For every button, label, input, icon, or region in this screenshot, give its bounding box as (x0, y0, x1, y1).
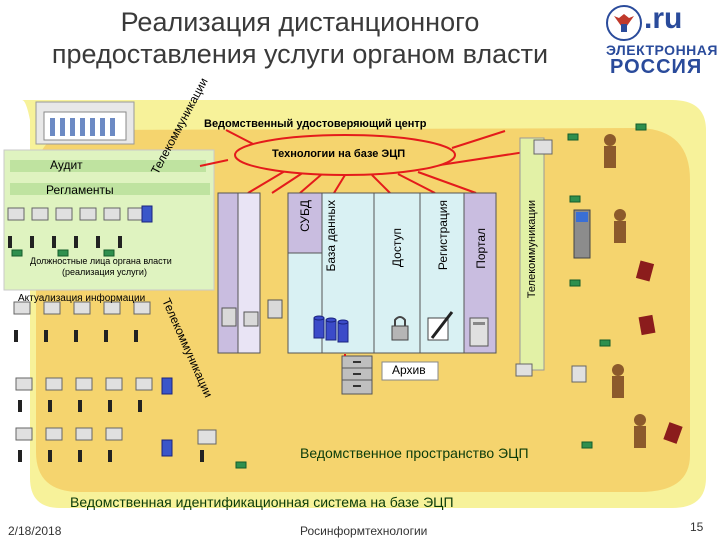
technologies-oval (234, 134, 456, 176)
officials-sub-label: (реализация услуги) (62, 267, 147, 277)
footer-page-number: 15 (690, 520, 704, 534)
registration-label: Регистрация (436, 200, 450, 271)
kiosk-icon (573, 209, 591, 259)
id-system-label: Ведомственная идентификационная система … (70, 494, 454, 510)
technologies-label: Технологии на базе ЭЦП (272, 148, 406, 160)
database-label: База данных (324, 200, 338, 272)
regulations-band (10, 183, 210, 195)
id-card-icons (11, 123, 647, 469)
portal-label: Портал (474, 228, 488, 269)
footer-company: Росинформтехнологии (300, 524, 428, 538)
computers-row-4 (15, 427, 123, 441)
people-row-1 (8, 236, 122, 248)
computers-row-1 (7, 207, 145, 221)
bottom-workstation-icon (197, 429, 217, 462)
people-row-3 (18, 400, 142, 412)
right-device-icons (515, 139, 587, 383)
passport-icons (635, 260, 683, 444)
computers-row-2 (13, 301, 151, 315)
panel-device-icon (221, 299, 283, 327)
logo-domain: .ru (644, 2, 683, 35)
access-label: Доступ (390, 228, 404, 268)
server-icon (469, 317, 489, 347)
title-line-1: Реализация дистанционного (120, 7, 480, 37)
lock-icon (391, 316, 409, 341)
computers-row-3 (15, 377, 153, 391)
title-line-2: предоставления услуги органом власти (51, 39, 549, 69)
panel-a (217, 192, 239, 354)
archive-label: Архив (392, 363, 426, 377)
ecp-space-label: Ведомственное пространство ЭЦП (300, 445, 529, 461)
page-title: Реализация дистанционного предоставления… (40, 6, 560, 70)
audit-band (10, 160, 206, 172)
telecom-right-label: Телекоммуникации (526, 200, 538, 299)
dbms-label: СУБД (298, 200, 312, 232)
update-info-label: Актуализация информации (18, 293, 146, 304)
footer-date: 2/18/2018 (8, 524, 62, 538)
panel-dbms-top (287, 192, 323, 254)
regulations-label: Регламенты (46, 183, 114, 197)
archive-label-box (381, 361, 439, 381)
binder-icons (141, 205, 173, 457)
archive-cabinet-icon (341, 355, 373, 395)
pen-icon (427, 311, 454, 341)
people-row-4 (18, 450, 112, 462)
people-row-2 (14, 330, 138, 342)
database-icon (313, 315, 349, 343)
telecom-right-bar (519, 137, 545, 371)
electronic-russia-logo: .ru ЭЛЕКТРОННАЯ РОССИЯ (604, 2, 718, 78)
audit-label: Аудит (50, 158, 83, 172)
officials-label: Должностные лица органа власти (30, 256, 172, 266)
eagle-emblem-icon (606, 5, 642, 41)
right-people-icons (604, 134, 646, 448)
logo-line-2: РОССИЯ (610, 56, 703, 78)
panel-b (237, 192, 261, 354)
certification-center-label: Ведомственный удостоверяющий центр (204, 118, 427, 130)
logo-line-1: ЭЛЕКТРОННАЯ (606, 42, 718, 58)
